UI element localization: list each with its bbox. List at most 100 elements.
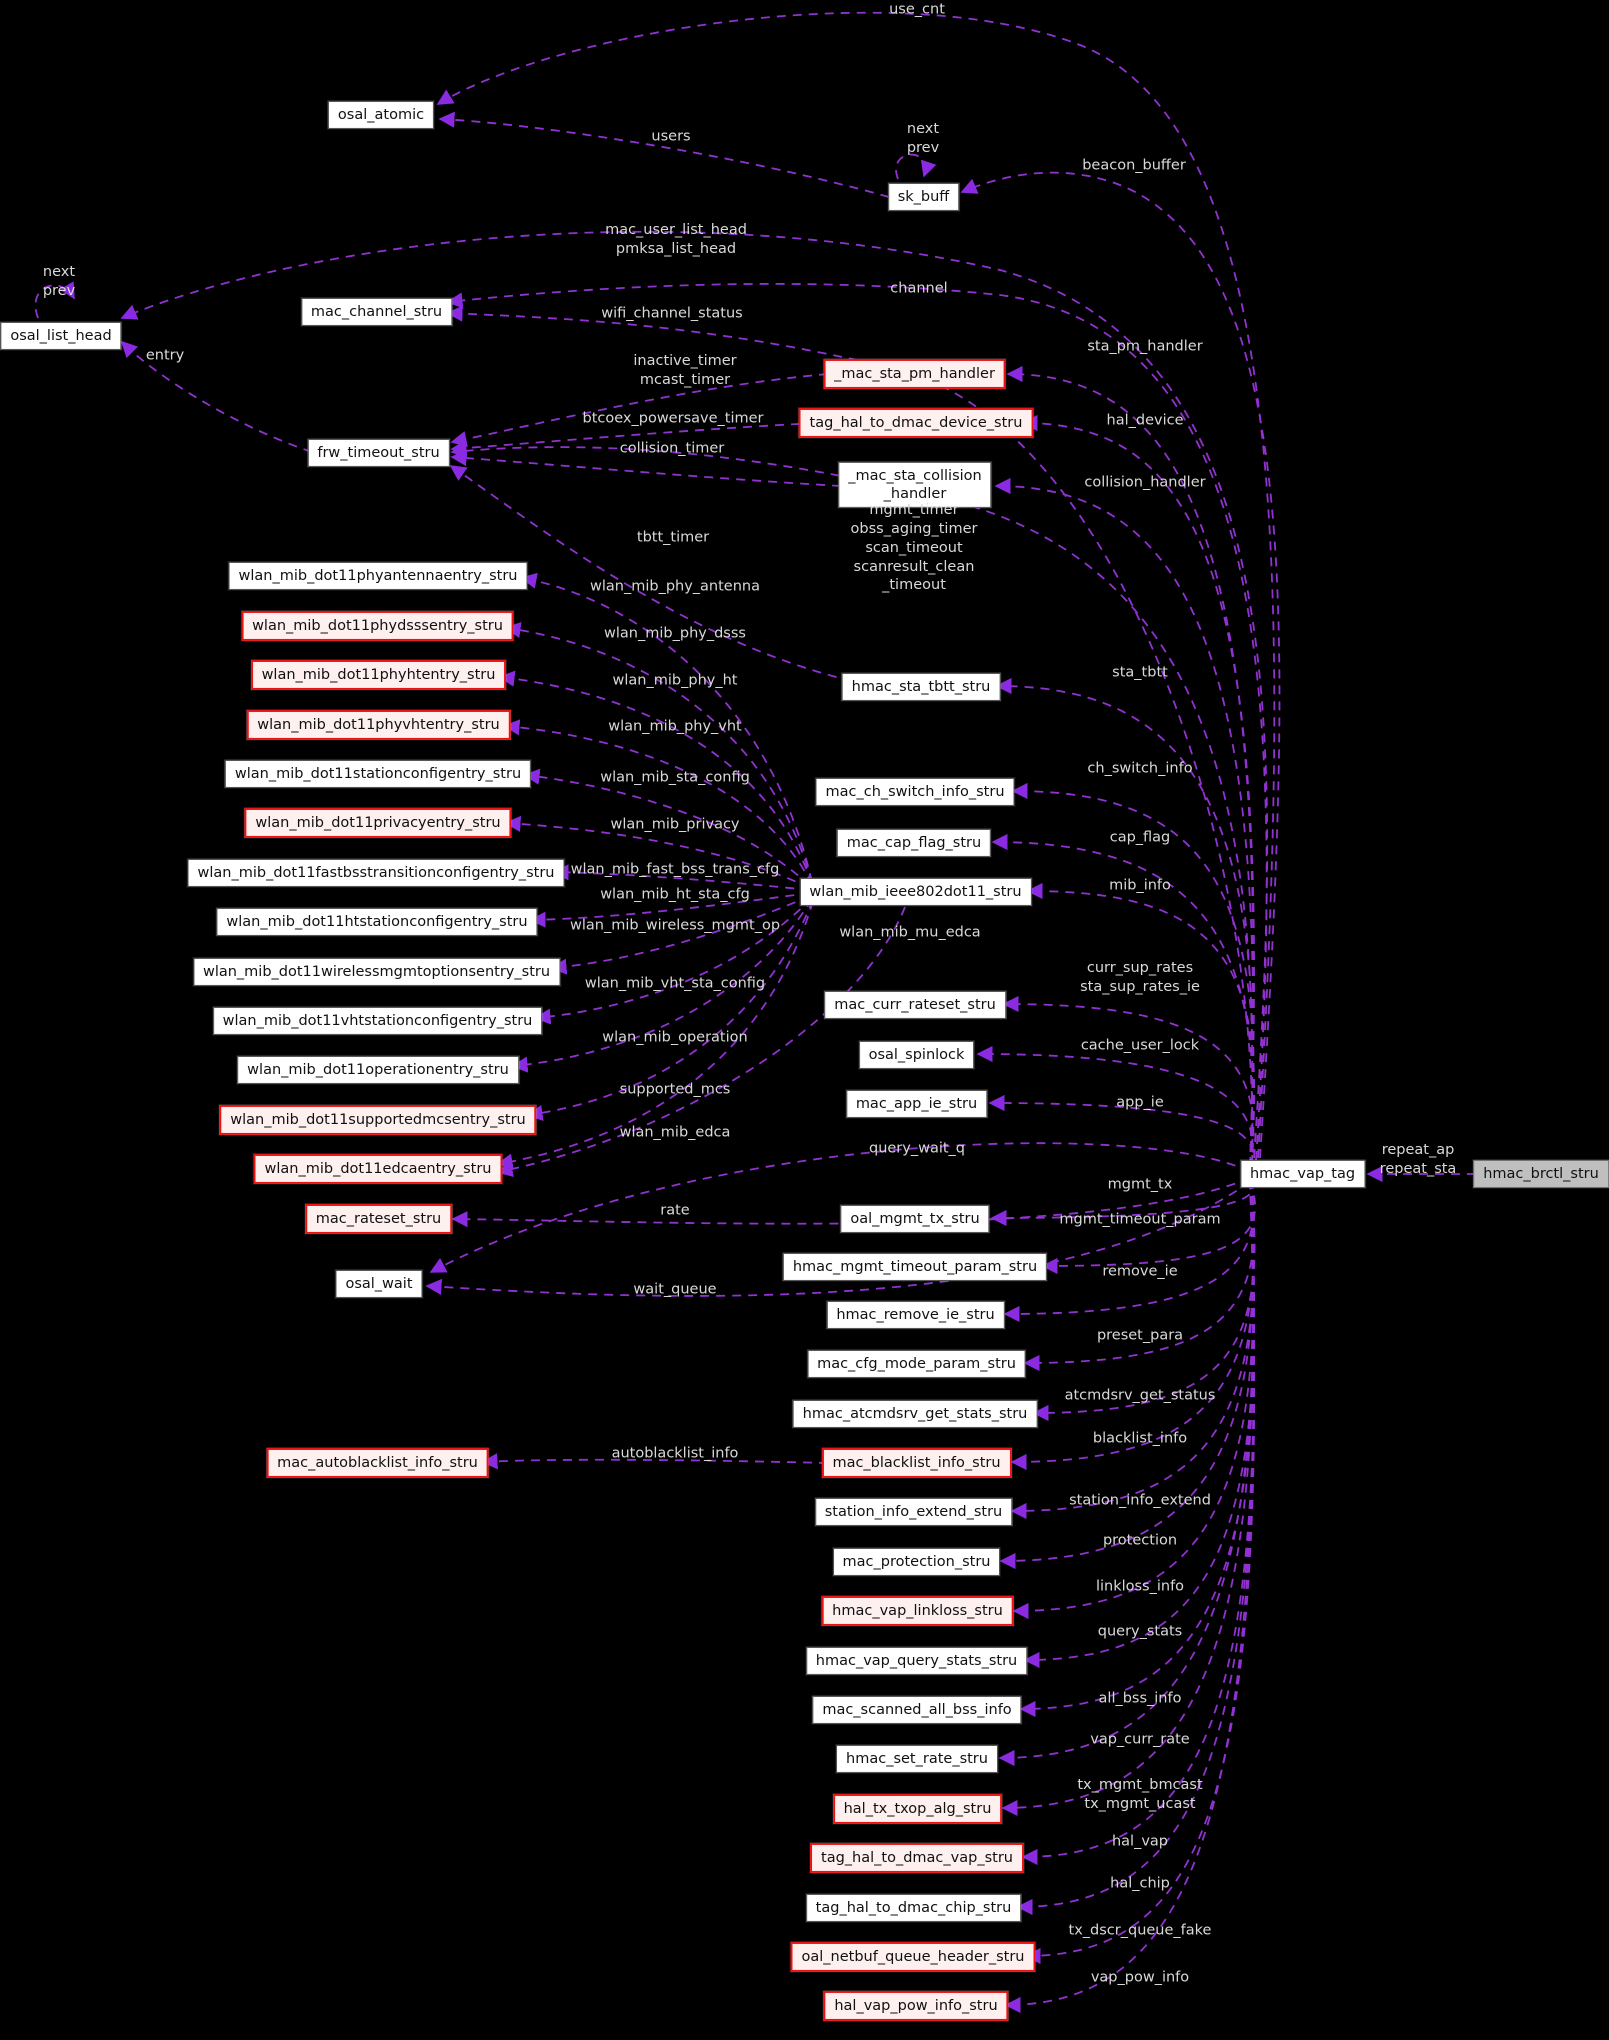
node-hmac_atcmdsrv_get_stats_stru[interactable]: hmac_atcmdsrv_get_stats_stru (792, 1399, 1038, 1428)
edge-label: hal_chip (1110, 1875, 1170, 1892)
edge-autoblacklist_info (481, 1453, 829, 1470)
edge-mgmt_timeout_param (1041, 1179, 1256, 1275)
node-oal_mgmt_tx_stru[interactable]: oal_mgmt_tx_stru (840, 1204, 990, 1233)
edge-label: wlan_mib_phy_ht (612, 672, 738, 689)
node-tag_hal_to_dmac_device_stru[interactable]: tag_hal_to_dmac_device_stru (798, 407, 1034, 438)
edge-label: rate (660, 1202, 690, 1219)
node-frw_timeout_stru[interactable]: frw_timeout_stru (307, 438, 450, 467)
node-hmac_set_rate_stru[interactable]: hmac_set_rate_stru (836, 1744, 998, 1773)
edge-wlan_mib_ht_sta_cfg (529, 892, 811, 928)
node-wlan_mib_dot11fastbsstransitionconfigentry_stru[interactable]: wlan_mib_dot11fastbsstransitionconfigent… (187, 858, 565, 887)
edge-mib_info (1026, 882, 1256, 1169)
edge-tx_mgmt (1001, 1179, 1255, 1817)
node-mac_curr_rateset_stru[interactable]: mac_curr_rateset_stru (824, 990, 1006, 1019)
node-wlan_mib_dot11phyhtentry_stru[interactable]: wlan_mib_dot11phyhtentry_stru (250, 659, 507, 690)
edge-label: query_wait_q (868, 1140, 966, 1157)
node-mac_protection_stru[interactable]: mac_protection_stru (832, 1547, 1001, 1576)
node-mac_rateset_stru[interactable]: mac_rateset_stru (304, 1203, 453, 1234)
node-mac_ch_switch_info_stru[interactable]: mac_ch_switch_info_stru (815, 777, 1015, 806)
edge-label: sta_tbtt (1112, 664, 1168, 681)
node-sk_buff[interactable]: sk_buff (887, 182, 960, 211)
edge-label: blacklist_info (1092, 1430, 1188, 1447)
edge-label: wlan_mib_ht_sta_cfg (600, 886, 750, 903)
node-wlan_mib_dot11phydsssentry_stru[interactable]: wlan_mib_dot11phydsssentry_stru (241, 610, 514, 641)
node-mac_cap_flag_stru[interactable]: mac_cap_flag_stru (836, 828, 992, 857)
edge-label: linkloss_info (1095, 1578, 1185, 1595)
edge-channel (446, 283, 1268, 1161)
node-hmac_vap_query_stats_stru[interactable]: hmac_vap_query_stats_stru (805, 1646, 1028, 1675)
edge-sta_tbtt (995, 677, 1255, 1169)
edge-hal_vap (1021, 1179, 1255, 1866)
node-wlan_mib_dot11phyvhtentry_stru[interactable]: wlan_mib_dot11phyvhtentry_stru (246, 709, 511, 740)
node-wlan_mib_dot11phyantennaentry_stru[interactable]: wlan_mib_dot11phyantennaentry_stru (228, 561, 528, 590)
node-_mac_sta_collision_handler[interactable]: _mac_sta_collision _handler (838, 461, 992, 509)
node-wlan_mib_dot11wirelessmgmtoptionsentry_stru[interactable]: wlan_mib_dot11wirelessmgmtoptionsentry_s… (192, 957, 561, 986)
edge-cap_flag (991, 833, 1254, 1169)
node-tag_hal_to_dmac_chip_stru[interactable]: tag_hal_to_dmac_chip_stru (805, 1893, 1022, 1922)
node-wlan_mib_dot11supportedmcsentry_stru[interactable]: wlan_mib_dot11supportedmcsentry_stru (219, 1104, 537, 1135)
edge-label: next prev (906, 121, 940, 156)
node-wlan_mib_dot11vhtstationconfigentry_stru[interactable]: wlan_mib_dot11vhtstationconfigentry_stru (212, 1006, 543, 1035)
node-hmac_vap_linkloss_stru[interactable]: hmac_vap_linkloss_stru (821, 1595, 1014, 1626)
node-mac_channel_stru[interactable]: mac_channel_stru (300, 297, 453, 326)
node-mac_autoblacklist_info_stru[interactable]: mac_autoblacklist_info_stru (266, 1447, 489, 1478)
edge-vap_pow_info (1004, 1179, 1255, 2014)
edge-mgmt_timers (450, 442, 1254, 1167)
node-mac_blacklist_info_stru[interactable]: mac_blacklist_info_stru (821, 1447, 1012, 1478)
node-tag_hal_to_dmac_vap_stru[interactable]: tag_hal_to_dmac_vap_stru (810, 1842, 1024, 1873)
node-station_info_extend_stru[interactable]: station_info_extend_stru (814, 1497, 1013, 1526)
edge-wlan_mib_phy_vht (503, 719, 813, 886)
edge-label: wlan_mib_wireless_mgmt_op (569, 917, 781, 934)
edge-label: atcmdsrv_get_status (1064, 1387, 1216, 1404)
edge-label: station_info_extend (1069, 1492, 1211, 1509)
edge-hal_chip (1016, 1179, 1255, 1916)
node-wlan_mib_dot11edcaentry_stru[interactable]: wlan_mib_dot11edcaentry_stru (253, 1153, 503, 1184)
edge-label: use_cnt (889, 1, 945, 18)
edge-label: autoblacklist_info (611, 1445, 739, 1462)
node-wlan_mib_dot11htstationconfigentry_stru[interactable]: wlan_mib_dot11htstationconfigentry_stru (216, 907, 538, 936)
node-hmac_remove_ie_stru[interactable]: hmac_remove_ie_stru (826, 1300, 1005, 1329)
edge-wlan_mib_sta_config (523, 768, 811, 887)
edge-wait_queue (425, 1181, 1251, 1297)
edge-label: collision_timer (619, 440, 725, 457)
edge-query_stats (1023, 1179, 1256, 1669)
node-wlan_mib_ieee802dot11_stru[interactable]: wlan_mib_ieee802dot11_stru (799, 877, 1032, 906)
edge-collision_handler (994, 477, 1255, 1169)
edge-label: collision_handler (1084, 474, 1206, 491)
node-osal_atomic[interactable]: osal_atomic (327, 100, 435, 129)
edge-label: entry (145, 347, 185, 364)
edge-label: btcoex_powersave_timer (582, 410, 764, 427)
edge-wlan_mib_phy_dsss (504, 621, 813, 884)
edge-label: mgmt_tx (1107, 1176, 1173, 1193)
edge-wlan_mib_edca (496, 900, 814, 1170)
node-_mac_sta_pm_handler[interactable]: _mac_sta_pm_handler (823, 358, 1006, 389)
edge-ch_switch_info (1011, 782, 1255, 1169)
node-hal_tx_txop_alg_stru[interactable]: hal_tx_txop_alg_stru (832, 1793, 1003, 1824)
edge-label: cache_user_lock (1080, 1037, 1200, 1054)
node-hmac_brctl_stru[interactable]: hmac_brctl_stru (1473, 1159, 1609, 1188)
edge-collision_timer (450, 449, 842, 487)
node-oal_netbuf_queue_header_stru[interactable]: oal_netbuf_queue_header_stru (790, 1941, 1036, 1972)
node-osal_list_head[interactable]: osal_list_head (0, 321, 122, 350)
node-osal_spinlock[interactable]: osal_spinlock (858, 1040, 975, 1069)
node-hmac_vap_tag[interactable]: hmac_vap_tag (1239, 1159, 1366, 1188)
node-hal_vap_pow_info_stru[interactable]: hal_vap_pow_info_stru (823, 1990, 1009, 2021)
node-wlan_mib_dot11privacyentry_stru[interactable]: wlan_mib_dot11privacyentry_stru (244, 807, 512, 838)
edge-remove_ie (1003, 1179, 1255, 1323)
node-hmac_sta_tbtt_stru[interactable]: hmac_sta_tbtt_stru (841, 672, 1001, 701)
edge-rate (451, 1177, 1251, 1228)
node-osal_wait[interactable]: osal_wait (335, 1269, 423, 1298)
node-mac_scanned_all_bss_info[interactable]: mac_scanned_all_bss_info (812, 1695, 1022, 1724)
edge-btcoex_powersave_timer (450, 422, 817, 457)
edge-linkloss_info (1012, 1179, 1255, 1620)
node-wlan_mib_dot11stationconfigentry_stru[interactable]: wlan_mib_dot11stationconfigentry_stru (224, 759, 532, 788)
edge-label: wlan_mib_phy_antenna (590, 578, 760, 595)
edge-label: tx_dscr_queue_fake (1068, 1922, 1212, 1939)
edge-use_cnt (436, 11, 1276, 1159)
node-mac_cfg_mode_param_stru[interactable]: mac_cfg_mode_param_stru (807, 1349, 1026, 1378)
node-mac_app_ie_stru[interactable]: mac_app_ie_stru (845, 1089, 988, 1118)
node-hmac_mgmt_timeout_param_stru[interactable]: hmac_mgmt_timeout_param_stru (782, 1252, 1048, 1281)
node-wlan_mib_dot11operationentry_stru[interactable]: wlan_mib_dot11operationentry_stru (237, 1055, 519, 1084)
edge-label: mac_user_list_head pmksa_list_head (605, 222, 747, 257)
